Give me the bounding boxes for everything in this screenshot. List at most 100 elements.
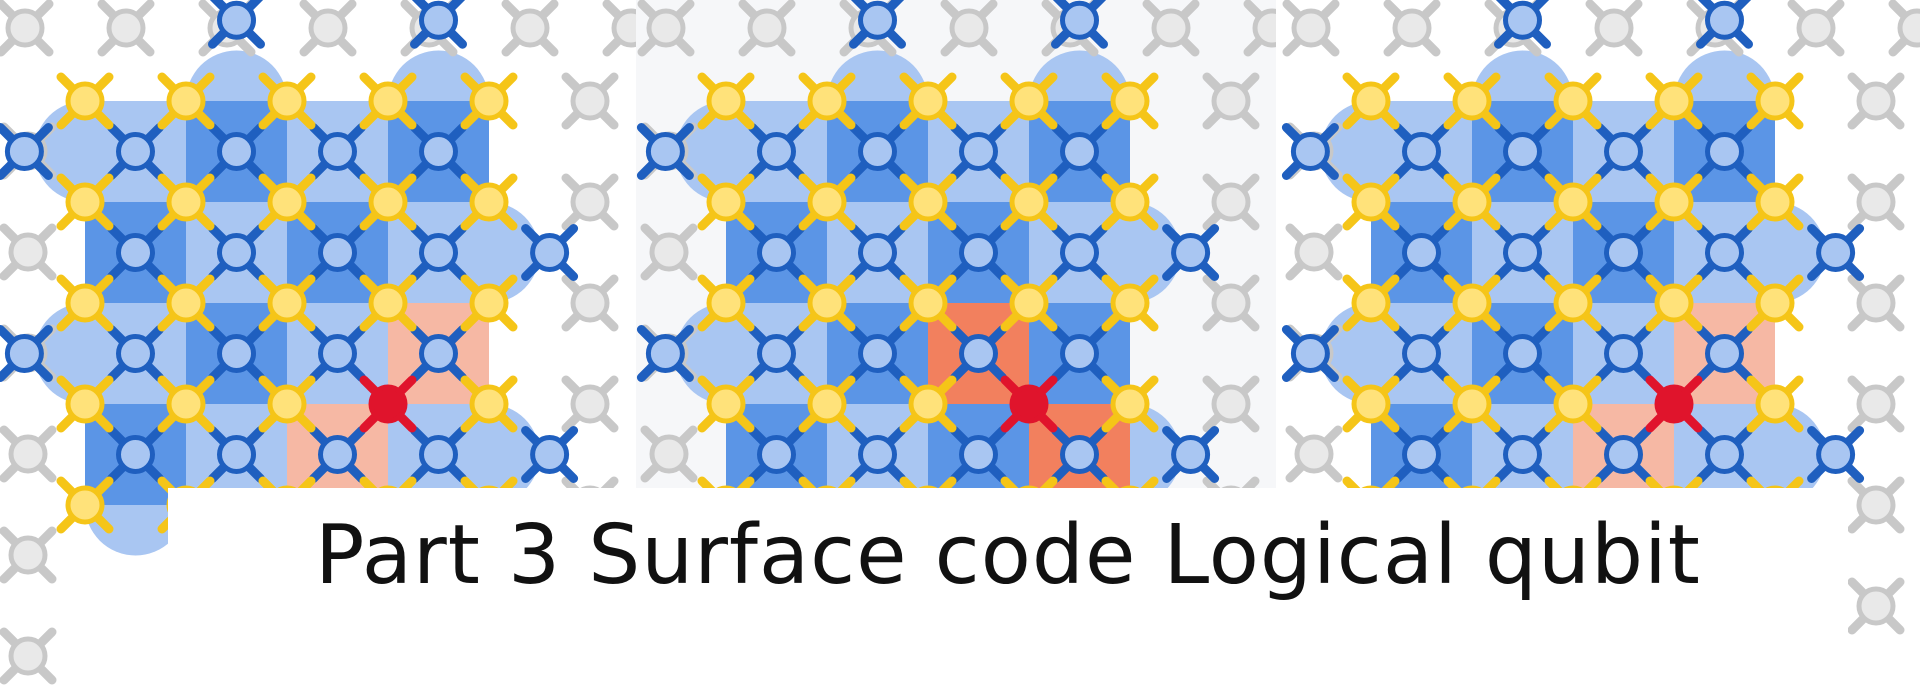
inactive-qubit-icon xyxy=(299,0,357,57)
data-qubit-icon xyxy=(1746,274,1804,332)
data-qubit-icon xyxy=(697,274,755,332)
error-qubit-icon xyxy=(359,375,417,433)
measure-qubit-icon xyxy=(1595,426,1652,483)
measure-qubit-icon xyxy=(1051,325,1108,382)
inactive-qubit-icon xyxy=(637,0,695,57)
inactive-qubit-icon xyxy=(1585,0,1643,57)
inactive-qubit-icon xyxy=(0,0,54,57)
measure-qubit-icon xyxy=(208,224,265,281)
inactive-qubit-icon xyxy=(1787,0,1845,57)
boundary-plaquette xyxy=(388,50,489,101)
measure-qubit-icon xyxy=(636,325,694,382)
data-qubit-icon xyxy=(1342,72,1400,130)
inactive-qubit-icon xyxy=(0,627,57,685)
data-qubit-icon xyxy=(798,375,856,433)
inactive-qubit-icon xyxy=(0,223,57,281)
inactive-qubit-icon xyxy=(602,0,636,57)
boundary-plaquette xyxy=(186,50,287,101)
inactive-qubit-icon xyxy=(1285,425,1343,483)
measure-qubit-icon xyxy=(1051,0,1108,49)
data-qubit-icon xyxy=(56,375,114,433)
data-qubit-icon xyxy=(1746,173,1804,231)
data-qubit-icon xyxy=(1544,72,1602,130)
data-qubit-icon xyxy=(1443,72,1501,130)
measure-qubit-icon xyxy=(1595,325,1652,382)
inactive-qubit-icon xyxy=(1847,173,1905,231)
measure-qubit-icon xyxy=(1494,325,1551,382)
inactive-qubit-icon xyxy=(0,425,57,483)
measure-qubit-icon xyxy=(410,325,467,382)
inactive-qubit-icon xyxy=(1383,0,1441,57)
inactive-qubit-icon xyxy=(1847,577,1905,635)
measure-qubit-icon xyxy=(107,426,164,483)
measure-qubit-icon xyxy=(1696,224,1753,281)
inactive-qubit-icon xyxy=(561,274,619,332)
inactive-qubit-icon xyxy=(640,425,698,483)
caption-title: Part 3 Surface code Logical qubit xyxy=(315,508,1701,603)
inactive-qubit-icon xyxy=(1888,0,1920,57)
measure-qubit-icon xyxy=(1595,123,1652,180)
data-qubit-icon xyxy=(697,375,755,433)
measure-qubit-icon xyxy=(1051,224,1108,281)
inactive-qubit-icon xyxy=(1847,476,1905,534)
data-qubit-icon xyxy=(157,173,215,231)
measure-qubit-icon xyxy=(107,224,164,281)
data-qubit-icon xyxy=(460,173,518,231)
inactive-qubit-icon xyxy=(561,72,619,130)
inactive-qubit-icon xyxy=(1282,0,1340,57)
data-qubit-icon xyxy=(1342,274,1400,332)
data-qubit-icon xyxy=(258,173,316,231)
measure-qubit-icon xyxy=(0,123,53,180)
measure-qubit-icon xyxy=(849,123,906,180)
measure-qubit-icon xyxy=(309,325,366,382)
measure-qubit-icon xyxy=(1696,325,1753,382)
measure-qubit-icon xyxy=(107,325,164,382)
data-qubit-icon xyxy=(56,476,114,534)
measure-qubit-icon xyxy=(1494,0,1551,49)
data-qubit-icon xyxy=(899,173,957,231)
measure-qubit-icon xyxy=(1807,426,1865,483)
measure-qubit-icon xyxy=(410,224,467,281)
data-qubit-icon xyxy=(157,72,215,130)
data-qubit-icon xyxy=(1101,375,1159,433)
data-qubit-icon xyxy=(1645,173,1703,231)
inactive-qubit-icon xyxy=(0,526,57,584)
inactive-qubit-icon xyxy=(1285,223,1343,281)
data-qubit-icon xyxy=(359,274,417,332)
measure-qubit-icon xyxy=(1162,426,1220,483)
measure-qubit-icon xyxy=(849,426,906,483)
measure-qubit-icon xyxy=(950,426,1007,483)
measure-qubit-icon xyxy=(849,325,906,382)
measure-qubit-icon xyxy=(309,426,366,483)
measure-qubit-icon xyxy=(208,0,265,49)
inactive-qubit-icon xyxy=(561,375,619,433)
measure-qubit-icon xyxy=(748,325,805,382)
data-qubit-icon xyxy=(1101,72,1159,130)
measure-qubit-icon xyxy=(849,0,906,49)
measure-qubit-icon xyxy=(521,224,579,281)
data-qubit-icon xyxy=(359,72,417,130)
data-qubit-icon xyxy=(1544,375,1602,433)
data-qubit-icon xyxy=(899,72,957,130)
inactive-qubit-icon xyxy=(1847,274,1905,332)
data-qubit-icon xyxy=(899,375,957,433)
boundary-plaquette xyxy=(1029,50,1130,101)
measure-qubit-icon xyxy=(1051,123,1108,180)
inactive-qubit-icon xyxy=(640,223,698,281)
data-qubit-icon xyxy=(258,274,316,332)
measure-qubit-icon xyxy=(1494,426,1551,483)
measure-qubit-icon xyxy=(849,224,906,281)
measure-qubit-icon xyxy=(410,426,467,483)
data-qubit-icon xyxy=(899,274,957,332)
data-qubit-icon xyxy=(1645,72,1703,130)
measure-qubit-icon xyxy=(410,0,467,49)
measure-qubit-icon xyxy=(208,426,265,483)
measure-qubit-icon xyxy=(521,426,579,483)
measure-qubit-icon xyxy=(309,123,366,180)
data-qubit-icon xyxy=(56,274,114,332)
data-qubit-icon xyxy=(460,274,518,332)
measure-qubit-icon xyxy=(1393,123,1450,180)
data-qubit-icon xyxy=(1000,274,1058,332)
data-qubit-icon xyxy=(157,375,215,433)
measure-qubit-icon xyxy=(208,123,265,180)
